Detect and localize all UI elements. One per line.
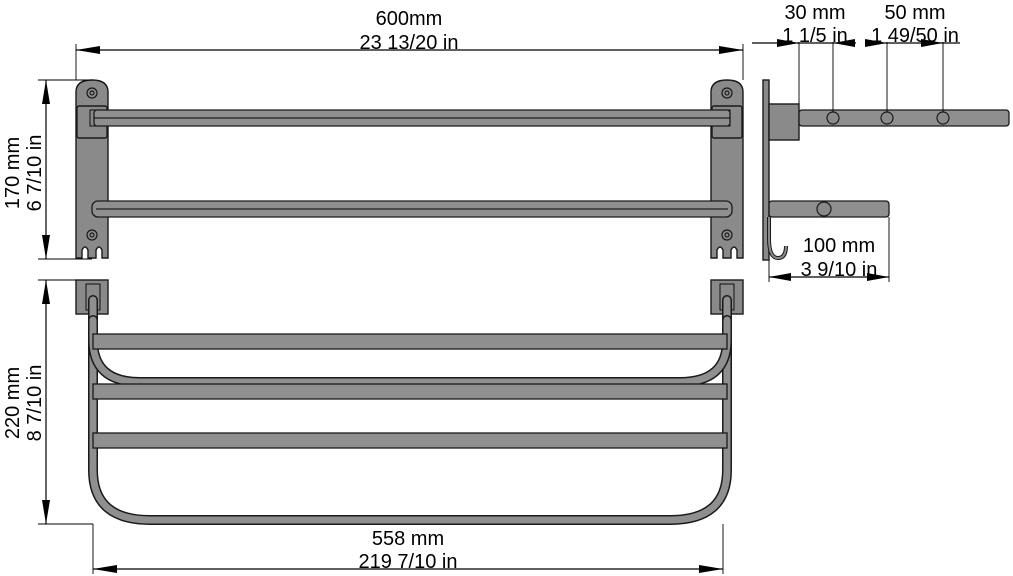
dimension-shelf-height: 220 mm 8 7/10 in <box>2 279 93 525</box>
shelf-slat-1 <box>92 333 728 350</box>
side-wall-plate <box>762 79 770 261</box>
depth-hooks-metric: 50 mm <box>884 2 945 24</box>
overall-width-metric: 600mm <box>376 8 443 30</box>
dimension-depth-hooks: 50 mm 1 49/50 in <box>865 2 960 112</box>
side-upper-arm <box>798 109 1010 127</box>
shelf-width-metric: 558 mm <box>372 528 444 550</box>
dimension-bar-spacing: 170 mm 6 7/10 in <box>2 79 92 260</box>
depth-top-metric: 30 mm <box>784 2 845 24</box>
shelf-height-metric: 220 mm <box>2 367 24 439</box>
depth-hooks-imperial: 1 49/50 in <box>871 25 959 47</box>
bar-spacing-imperial: 6 7/10 in <box>24 135 46 212</box>
shelf-view <box>75 279 744 525</box>
dimension-shelf-width: 558 mm 219 7/10 in <box>92 524 724 574</box>
front-view <box>75 79 744 259</box>
shelf-outer-frame <box>88 295 732 525</box>
hook-depth-imperial: 3 9/10 in <box>801 259 878 281</box>
shelf-slat-3 <box>92 432 728 449</box>
right-wall-bracket <box>710 79 744 259</box>
side-view <box>762 79 1010 261</box>
dimension-overall-width: 600mm 23 13/20 in <box>75 8 744 80</box>
shelf-width-imperial: 219 7/10 in <box>359 551 458 573</box>
dimension-hook-depth: 100 mm 3 9/10 in <box>768 217 890 282</box>
overall-width-imperial: 23 13/20 in <box>360 32 459 54</box>
shelf-height-imperial: 8 7/10 in <box>24 365 46 442</box>
depth-top-imperial: 1 1/5 in <box>782 25 848 47</box>
hook-depth-metric: 100 mm <box>803 235 875 257</box>
dimension-depth-top: 30 mm 1 1/5 in <box>752 2 856 112</box>
left-wall-bracket <box>75 79 109 259</box>
shelf-slat-2 <box>92 383 728 400</box>
shelf-inner-frame <box>88 315 732 387</box>
bar-spacing-metric: 170 mm <box>2 137 24 209</box>
